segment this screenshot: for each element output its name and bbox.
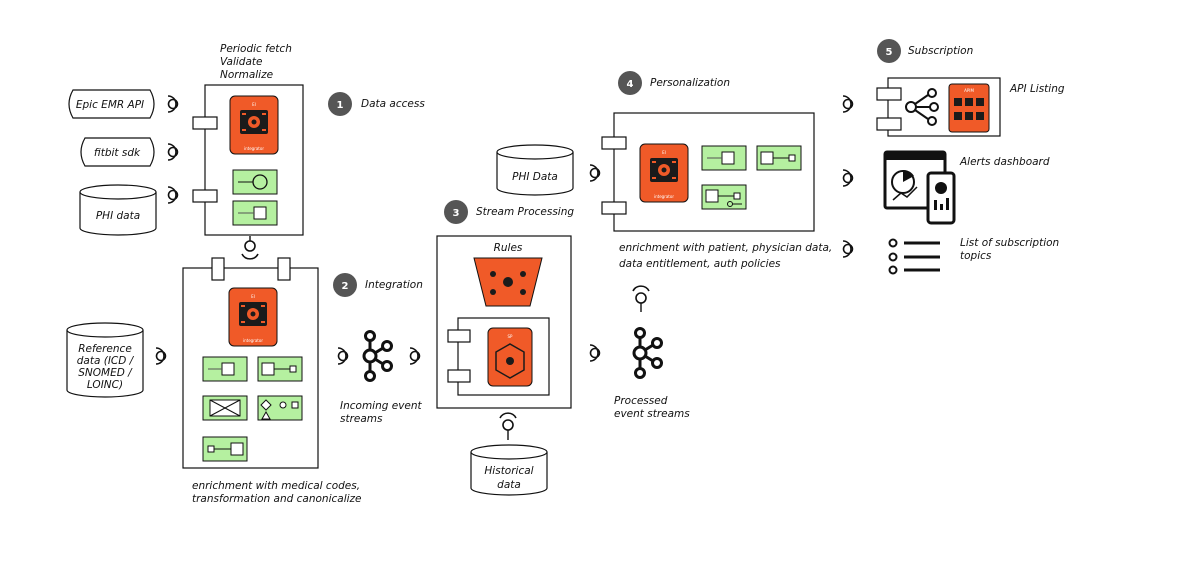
integrator-label: integrator <box>654 194 674 199</box>
socket-icon <box>155 347 167 365</box>
svg-text:LOINC): LOINC) <box>87 379 123 391</box>
socket-icon <box>842 95 854 113</box>
subscription-topics-icon[interactable]: List of subscription topics <box>888 237 1060 275</box>
integration-caption: enrichment with medical codes, transform… <box>192 480 362 505</box>
svg-text:enrichment with patient, physi: enrichment with patient, physician data, <box>619 242 832 254</box>
svg-text:4: 4 <box>627 79 634 90</box>
socket-icon <box>167 143 179 161</box>
data-access-component[interactable]: EI integrator <box>192 84 304 236</box>
periodic-fetch-notes: Periodic fetch Validate Normalize <box>220 43 292 81</box>
svg-text:streams: streams <box>340 413 383 425</box>
step-1-label: Data access <box>361 98 425 110</box>
processed-connector <box>632 285 650 312</box>
svg-text:Incoming event: Incoming event <box>340 400 423 412</box>
topics-label: List of subscription <box>960 237 1059 249</box>
integrator-badge: EI <box>251 294 255 299</box>
step-2-label: Integration <box>365 279 423 291</box>
api-listing-component[interactable]: APIM API Listing <box>876 77 1065 137</box>
integrator-label: integrator <box>244 146 264 151</box>
processed-streams-label: Processed event streams <box>614 395 690 420</box>
event-stream-icon <box>632 327 663 379</box>
api-listing-label: API Listing <box>1009 83 1065 95</box>
alerts-dashboard-icon[interactable]: Alerts dashboard <box>883 150 1050 225</box>
step-4-badge: 4 Personalization <box>618 71 730 95</box>
socket-icon <box>167 95 179 113</box>
step-3-badge: 3 Stream Processing <box>444 200 574 224</box>
personalization-component[interactable]: EI integrator <box>601 112 815 232</box>
connector-1-2 <box>241 236 259 260</box>
socket-icon <box>337 347 349 365</box>
step-5-label: Subscription <box>908 45 973 57</box>
stream-processing-component[interactable]: Rules SP <box>436 235 572 409</box>
step-3-label: Stream Processing <box>476 206 574 218</box>
svg-text:event streams: event streams <box>614 408 690 420</box>
svg-text:Processed: Processed <box>614 395 668 407</box>
svg-text:SNOMED /: SNOMED / <box>78 367 133 379</box>
socket-icon <box>409 347 421 365</box>
fitbit-sdk-source[interactable]: fitbit sdk <box>80 137 155 167</box>
incoming-streams-label: Incoming event streams <box>340 400 423 425</box>
historical-connector <box>499 412 517 440</box>
historical-data-database[interactable]: Historical data <box>470 444 548 496</box>
integration-component[interactable]: EI integrator <box>182 257 319 469</box>
svg-text:Periodic fetch: Periodic fetch <box>220 43 292 55</box>
svg-text:5: 5 <box>886 47 893 58</box>
socket-icon <box>842 240 854 258</box>
personalization-caption: enrichment with patient, physician data,… <box>619 242 832 270</box>
svg-text:PHI Data: PHI Data <box>512 171 558 183</box>
epic-emr-label: Epic EMR API <box>76 99 144 111</box>
integrator-badge: EI <box>662 150 666 155</box>
sp-badge: SP <box>508 334 514 339</box>
svg-text:data (ICD /: data (ICD / <box>77 355 135 367</box>
socket-icon <box>589 164 601 182</box>
topics-label-2: topics <box>960 250 992 262</box>
svg-text:1: 1 <box>337 100 344 111</box>
phi-data-label: PHI data <box>96 210 140 222</box>
fitbit-sdk-label: fitbit sdk <box>94 147 141 159</box>
api-badge: APIM <box>964 88 974 93</box>
step-5-badge: 5 Subscription <box>877 39 973 63</box>
phi-data-database[interactable]: PHI data <box>79 184 157 236</box>
step-2-badge: 2 Integration <box>333 273 423 297</box>
integrator-label: integrator <box>243 338 263 343</box>
event-stream-icon <box>362 330 393 382</box>
share-icon <box>905 88 939 126</box>
step-1-badge: 1 Data access <box>328 92 425 116</box>
socket-icon <box>842 169 854 187</box>
alerts-dashboard-label: Alerts dashboard <box>959 156 1050 168</box>
svg-text:transformation and canonicaliz: transformation and canonicalize <box>192 493 362 505</box>
reference-data-database[interactable]: Reference data (ICD / SNOMED / LOINC) <box>66 322 144 398</box>
svg-text:Reference: Reference <box>78 343 132 355</box>
integrator-badge: EI <box>252 102 256 107</box>
step-4-label: Personalization <box>650 77 730 89</box>
epic-emr-source[interactable]: Epic EMR API <box>68 89 155 119</box>
svg-text:data entitlement, auth policie: data entitlement, auth policies <box>619 258 781 270</box>
svg-text:Validate: Validate <box>220 56 262 68</box>
svg-text:Historical: Historical <box>484 465 533 477</box>
rules-label: Rules <box>494 242 523 254</box>
svg-text:data: data <box>497 479 521 491</box>
svg-text:2: 2 <box>342 281 349 292</box>
socket-icon <box>589 344 601 362</box>
svg-text:enrichment with medical codes,: enrichment with medical codes, <box>192 480 360 492</box>
svg-text:3: 3 <box>453 208 460 219</box>
svg-text:Normalize: Normalize <box>220 69 273 81</box>
socket-icon <box>167 186 179 204</box>
phi-data-database-2[interactable]: PHI Data <box>496 144 574 196</box>
